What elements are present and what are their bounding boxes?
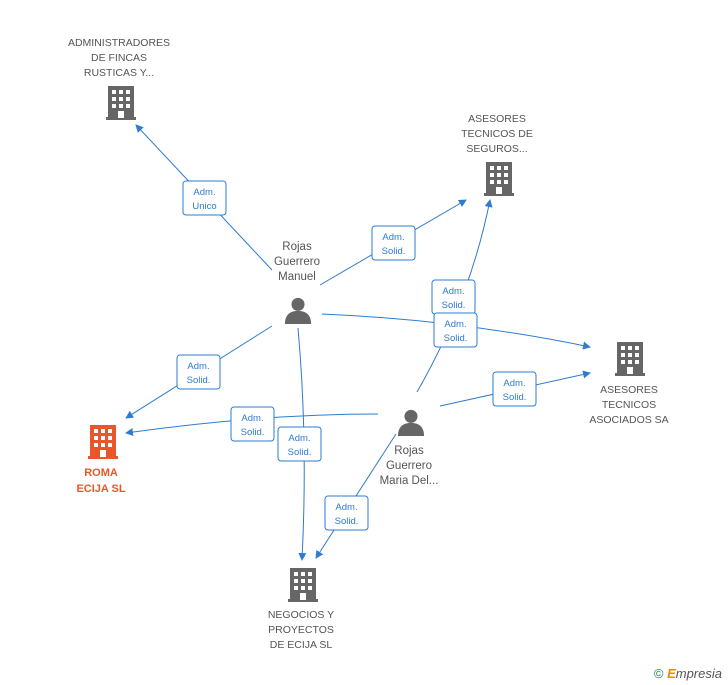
company-label-line: ADMINISTRADORES — [68, 37, 170, 49]
company-label-line: RUSTICAS Y... — [84, 67, 154, 79]
edge-label-line: Solid. — [187, 375, 211, 386]
company-label-line: DE ECIJA SL — [270, 639, 333, 651]
company-label-line: ASOCIADOS SA — [589, 414, 668, 426]
company-label-line: ECIJA SL — [76, 483, 125, 495]
edge-label-manuel-asociados[interactable]: Adm. Solid. — [433, 312, 478, 348]
brand-rest: mpresia — [675, 666, 722, 681]
edge-label-line: Adm. — [288, 433, 310, 444]
person-label-line: Rojas — [394, 445, 424, 457]
edge-label-line: Solid. — [442, 300, 466, 311]
company-label-line: DE FINCAS — [91, 52, 147, 64]
edge-label-adm-unico[interactable]: Adm. Unico — [182, 180, 227, 216]
company-node-asesores-asociados[interactable]: ASESORES TECNICOS ASOCIADOS SA — [589, 342, 669, 426]
person-icon — [284, 297, 312, 324]
edge-label-line: Solid. — [382, 246, 406, 257]
edge-label-manuel-negocios[interactable]: Adm. Solid. — [277, 426, 322, 462]
company-label-line: TECNICOS — [602, 399, 656, 411]
company-label-line: SEGUROS... — [466, 143, 527, 155]
company-label-line: NEGOCIOS Y — [268, 609, 334, 621]
building-icon — [615, 342, 645, 376]
person-label-line: Guerrero — [386, 460, 432, 472]
company-node-administradores[interactable]: ADMINISTRADORES DE FINCAS RUSTICAS Y... — [68, 37, 170, 120]
company-node-negocios[interactable]: NEGOCIOS Y PROYECTOS DE ECIJA SL — [268, 568, 334, 651]
company-label-line: ROMA — [84, 467, 118, 479]
edge-label-manuel-seguros[interactable]: Adm. Solid. — [371, 225, 416, 261]
company-node-roma-ecija[interactable]: ROMA ECIJA SL — [76, 425, 126, 495]
edge-labels: Adm. Unico Adm. Solid. Adm. Solid. Adm. … — [176, 180, 537, 531]
person-label-line: Manuel — [278, 271, 316, 283]
edge-label-line: Solid. — [335, 516, 359, 527]
edge-label-maria-seguros[interactable]: Adm. Solid. — [431, 279, 476, 315]
brand-initial: E — [667, 666, 676, 681]
person-label-line: Rojas — [282, 241, 312, 253]
edge-label-maria-asociados[interactable]: Adm. Solid. — [492, 371, 537, 407]
edge-label-maria-roma[interactable]: Adm. Solid. — [230, 406, 275, 442]
copyright-symbol: © — [653, 666, 664, 681]
building-icon — [484, 162, 514, 196]
person-label-line: Guerrero — [274, 256, 320, 268]
company-label-line: ASESORES — [600, 384, 658, 396]
building-icon — [88, 425, 118, 459]
edge-label-line: Solid. — [444, 333, 468, 344]
edge-label-line: Adm. — [241, 413, 263, 424]
edge-label-line: Adm. — [193, 187, 215, 198]
company-node-asesores-seguros[interactable]: ASESORES TECNICOS DE SEGUROS... — [461, 113, 533, 196]
company-label-line: PROYECTOS — [268, 624, 334, 636]
edge-label-line: Solid. — [241, 427, 265, 438]
brand-name: Empresia — [667, 666, 722, 681]
edge-label-line: Solid. — [503, 392, 527, 403]
building-icon — [106, 86, 136, 120]
person-label-line: Maria Del... — [380, 475, 439, 487]
person-node-manuel[interactable]: Rojas Guerrero Manuel — [274, 241, 320, 324]
person-node-maria[interactable]: Rojas Guerrero Maria Del... — [380, 409, 439, 487]
empresia-watermark: © Empresia — [654, 666, 722, 681]
edge-label-line: Adm. — [503, 378, 525, 389]
edge-label-manuel-roma[interactable]: Adm. Solid. — [176, 354, 221, 390]
edge-label-line: Solid. — [288, 447, 312, 458]
edge-label-line: Adm. — [382, 232, 404, 243]
edge-label-line: Unico — [192, 201, 216, 212]
building-icon — [288, 568, 318, 602]
edge-label-line: Adm. — [442, 286, 464, 297]
person-icon — [397, 409, 425, 436]
edge-label-line: Adm. — [187, 361, 209, 372]
company-label-line: ASESORES — [468, 113, 526, 125]
edge-label-maria-negocios[interactable]: Adm. Solid. — [324, 495, 369, 531]
edge-label-line: Adm. — [335, 502, 357, 513]
edge-label-line: Adm. — [444, 319, 466, 330]
company-label-line: TECNICOS DE — [461, 128, 533, 140]
